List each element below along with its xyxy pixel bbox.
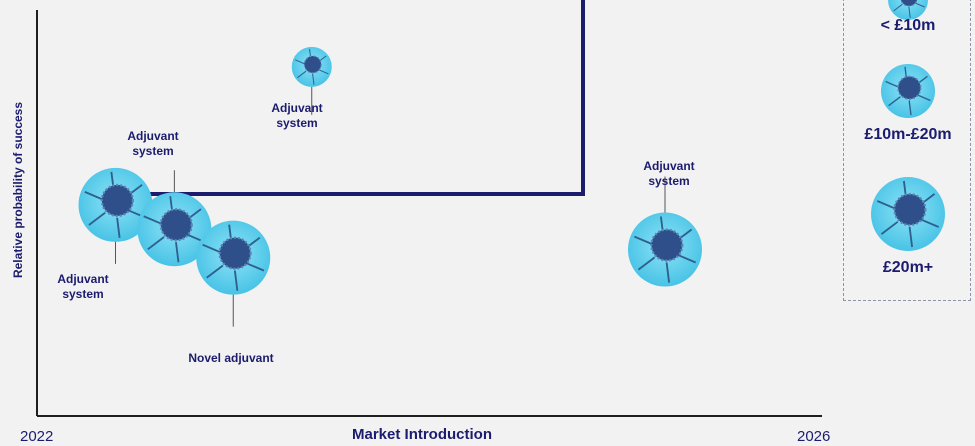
point-label-adjuvant-system-1: Adjuvant system (57, 272, 109, 301)
bubble-strand (676, 253, 697, 264)
bubble-strand (908, 100, 912, 116)
bubble-strand (88, 211, 106, 226)
bubble-strand (297, 70, 307, 79)
bubble-strand (914, 2, 925, 8)
bubble-strand (84, 191, 104, 201)
bubbles-layer (78, 46, 702, 327)
point-label-adjuvant-system-2: Adjuvant system (127, 129, 179, 158)
highlight-region (121, 0, 585, 201)
bubble-strand (202, 243, 222, 254)
legend-label-large: £20m+ (882, 259, 934, 276)
legend-bubbles (871, 0, 945, 251)
bubble-strand (175, 241, 180, 263)
data-bubble (78, 167, 153, 242)
bubble-strand (908, 226, 914, 248)
bubble-strand (876, 200, 897, 210)
legend-label-medium: £10m-£20m (864, 126, 952, 143)
legend-bubble (871, 177, 945, 251)
bubble-strand (143, 215, 163, 226)
virus-core (897, 75, 922, 100)
bubble-strand (908, 6, 911, 18)
bubble-strand (633, 235, 654, 246)
virus-core (650, 228, 684, 262)
bubble-strand (885, 80, 900, 88)
x-axis-label: Market Introduction (352, 426, 493, 443)
data-bubble (628, 212, 702, 287)
bubble-strand (893, 3, 903, 12)
virus-core (303, 55, 322, 74)
bubble-strand (665, 262, 671, 283)
bubble-strand (233, 270, 239, 291)
bubble-strand (244, 261, 265, 272)
bubble-strand (919, 218, 940, 228)
legend-bubble (881, 64, 935, 118)
axes (36, 10, 822, 417)
bubble-strand (318, 69, 329, 75)
bubble-strand (888, 96, 901, 107)
virus-core (218, 236, 252, 270)
bubble-strand (116, 217, 121, 239)
point-label-adjuvant-system-3: Adjuvant system (271, 101, 323, 130)
bubble-strand (312, 73, 315, 85)
data-bubble (137, 192, 212, 267)
virus-core (159, 208, 193, 242)
bubble-strand (916, 94, 931, 102)
virus-core (893, 192, 927, 227)
bubble-strand (147, 236, 165, 251)
virus-core (100, 183, 134, 218)
data-bubble (291, 46, 332, 87)
data-bubble (196, 220, 271, 295)
bubble-strand (880, 221, 899, 235)
point-label-adjuvant-system-4: Adjuvant system (643, 159, 695, 188)
virus-core (900, 0, 918, 7)
y-axis-label: Relative probability of success (11, 101, 25, 279)
bubble-strand (206, 264, 224, 279)
bubble-strand (637, 256, 656, 271)
point-label-novel-adjuvant: Novel adjuvant (188, 351, 274, 365)
x-tick-label-end: 2026 (797, 428, 831, 445)
legend-bubble (888, 0, 928, 20)
legend-label-small: < £10m (880, 17, 936, 34)
bubble-strand (294, 59, 306, 65)
highlight-boundary-line (128, 0, 585, 196)
legend (843, 0, 971, 301)
bubble-circle (888, 0, 928, 20)
x-tick-label-start: 2022 (20, 428, 54, 445)
